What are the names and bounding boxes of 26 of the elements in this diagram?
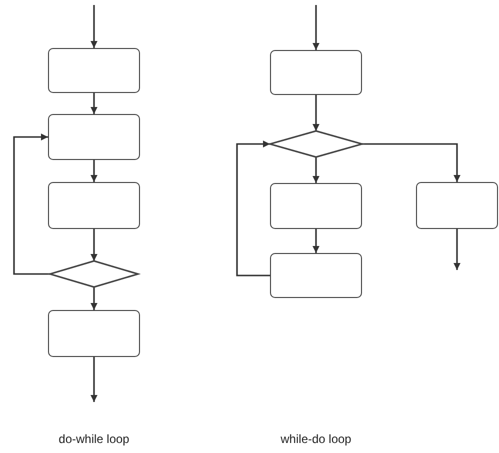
arrow — [13, 134, 50, 275]
process-box — [48, 48, 140, 93]
arrow — [90, 93, 98, 114]
arrow — [236, 140, 270, 276]
process-box — [270, 50, 362, 95]
process-box — [48, 310, 140, 357]
arrow — [90, 287, 98, 310]
arrow — [312, 229, 320, 253]
process-box — [48, 114, 140, 160]
arrow — [312, 157, 320, 183]
decision-diamond — [50, 261, 138, 287]
arrow — [454, 229, 460, 270]
arrow — [90, 160, 98, 182]
arrow — [90, 229, 98, 261]
arrow — [362, 143, 460, 182]
arrow — [312, 95, 320, 131]
caption-label: do-while loop — [58, 432, 130, 446]
caption-label: while-do loop — [280, 432, 352, 446]
arrow — [90, 5, 98, 48]
process-box — [270, 183, 362, 229]
process-box — [416, 182, 498, 229]
arrow — [90, 357, 98, 402]
decision-diamond — [270, 131, 362, 157]
process-box — [48, 182, 140, 229]
arrow — [312, 5, 320, 50]
process-box — [270, 253, 362, 298]
